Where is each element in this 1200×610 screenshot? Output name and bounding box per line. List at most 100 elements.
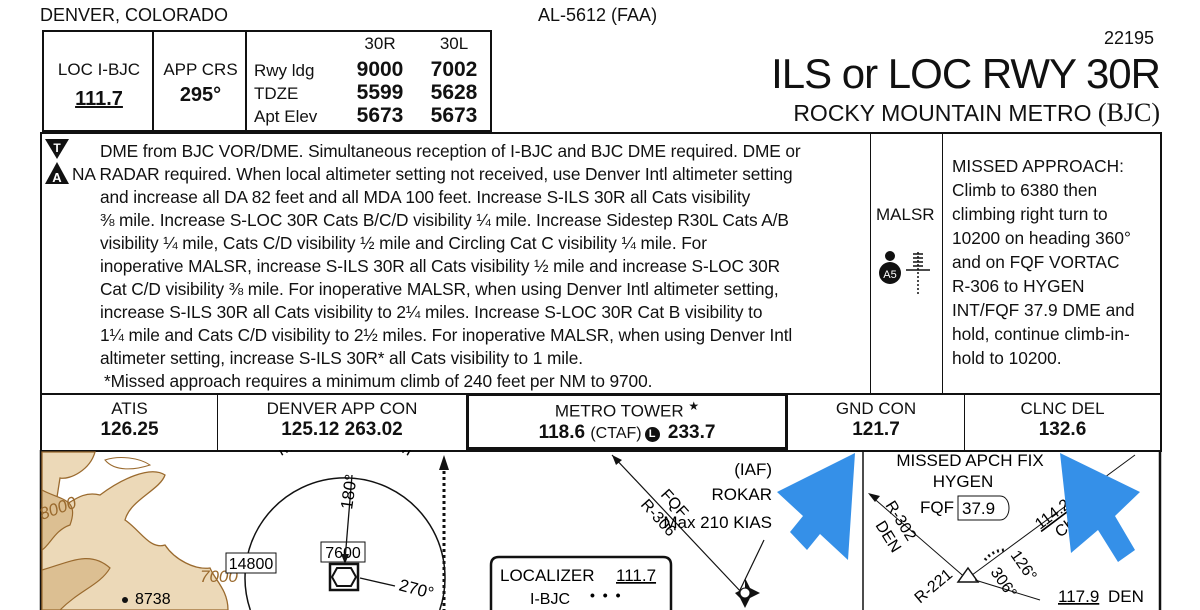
loc-frequency: 111.7 (75, 88, 123, 110)
note-line: Cat C/D visibility ⅜ mile. For inoperati… (100, 279, 779, 299)
t-symbol: T (53, 141, 61, 155)
msa-sector-altitude: 7600 (325, 545, 361, 562)
comm-tower: METRO TOWER ★ 118.6 (CTAF)L 233.7 (466, 393, 788, 450)
comm-frequency: 125.12 263.02 (281, 419, 403, 440)
lighting-label: MALSR (876, 205, 935, 224)
iaf-name: ROKAR (712, 485, 772, 504)
lighting-badge: A5 (883, 269, 896, 281)
localizer-id: I-BJC (530, 591, 570, 608)
row-value: 5673 (430, 104, 478, 127)
missed-fix-name: HYGEN (933, 472, 993, 491)
pilot-controlled-lighting-icon: L (644, 426, 660, 442)
a-symbol: A (52, 170, 62, 185)
chart-id: AL-5612 (FAA) (538, 5, 658, 25)
msa-sector-altitude: 14800 (229, 556, 274, 573)
note-line: inoperative MALSR, increase S-ILS 30R al… (100, 256, 780, 276)
msa-bearing: 270° (397, 576, 436, 603)
missed-approach-line: hold, continue climb-in- (952, 324, 1130, 344)
missed-approach-line: and on FQF VORTAC (952, 252, 1120, 272)
app-crs-value: 295° (179, 84, 222, 106)
fqf-label: FQF (920, 498, 954, 517)
missed-fix-title: MISSED APCH FIX (896, 451, 1043, 470)
localizer-frequency: 111.7 (616, 566, 656, 585)
note-line: altimeter setting, increase S-ILS 30R* a… (100, 348, 583, 368)
note-line: and increase all DA 82 feet and all MDA … (100, 187, 751, 207)
msa-bearing: 180° (337, 473, 361, 510)
hygen-fix-icon (956, 566, 980, 583)
annotation-arrows (777, 453, 1140, 562)
procedure-title: ILS or LOC RWY 30R (771, 50, 1161, 97)
notes-section (40, 132, 1162, 395)
briefing-strip: LOC I-BJC 111.7 APP CRS 295° 30R 30L Rwy… (42, 30, 492, 132)
comm-label: ATIS (111, 399, 148, 418)
fqf-dme: 37.9 (962, 499, 995, 518)
plan-view: 7000 8000 8738 MSA BJC 25 NM 14800 7600 … (37, 450, 1162, 610)
msa-circle: MSA BJC 25 NM 14800 7600 180° 270° (225, 450, 446, 610)
radial-label: 306° (987, 565, 1020, 602)
airport-name-text: ROCKY MOUNTAIN METRO (793, 100, 1092, 126)
loc-label: LOC I-BJC (57, 60, 141, 79)
runway-header: 30R (364, 34, 396, 53)
comm-frequency: 121.7 (852, 419, 900, 440)
a-triangle-icon (45, 162, 69, 184)
comm-frequency: 118.6 (538, 421, 586, 443)
svg-text:• • •: • • • (590, 587, 622, 603)
note-line: increase S-ILS 30R all Cats visibility t… (100, 302, 763, 322)
row-value: 7002 (430, 58, 478, 81)
chart-location: DENVER, COLORADO (40, 5, 229, 25)
missed-approach-line: 10200 on heading 360° (952, 228, 1131, 248)
star-icon: ★ (688, 399, 700, 413)
msa-title: MSA BJC 25 NM (273, 450, 417, 460)
airport-id: (BJC) (1097, 98, 1160, 127)
row-value: 5673 (356, 104, 404, 127)
comm-label: GND CON (835, 399, 917, 418)
spot-elevation: 8738 (135, 591, 171, 608)
localizer-box: LOCALIZER 111.7 I-BJC • • • (489, 555, 673, 610)
app-crs-label: APP CRS (163, 60, 238, 79)
radial-label: R-221 (912, 566, 956, 607)
comm-frequency: 126.25 (100, 419, 159, 440)
row-label: Rwy ldg (254, 61, 315, 80)
iaf-speed-restriction: Max 210 KIAS (663, 513, 772, 532)
missed-approach-line: Climb to 6380 then (952, 180, 1098, 200)
note-line: ⅜ mile. Increase S-LOC 30R Cats B/C/D vi… (100, 210, 789, 230)
row-value: 5628 (430, 81, 478, 104)
comm-label: METRO TOWER (554, 401, 684, 421)
note-line: 1¼ mile and Cats C/D visibility to 2½ mi… (100, 325, 793, 345)
arrow-up-right-icon (777, 453, 855, 560)
arrow-up-left-icon (1060, 453, 1140, 562)
localizer-label: LOCALIZER (500, 566, 594, 585)
runway-header: 30L (439, 34, 469, 53)
ctaf-label: (CTAF) (590, 424, 642, 442)
iaf-label: (IAF) (734, 460, 772, 479)
row-value: 9000 (356, 58, 404, 81)
missed-approach-line: hold to 10200. (952, 348, 1062, 368)
missed-approach-line: R-306 to HYGEN (952, 276, 1085, 296)
note-line: NA RADAR required. When local altimeter … (72, 164, 793, 184)
missed-approach-line: climbing right turn to (952, 204, 1108, 224)
chart-cycle: 22195 (1104, 28, 1155, 48)
comm-label: DENVER APP CON (266, 399, 418, 418)
row-value: 5599 (356, 81, 404, 104)
comm-frequency: 233.7 (667, 421, 716, 443)
comm-frequency: 132.6 (1038, 419, 1087, 440)
row-label: TDZE (254, 84, 299, 103)
navaid-id: DEN (1108, 587, 1144, 606)
missed-approach-line: INT/FQF 37.9 DME and (952, 300, 1135, 320)
takeoff-alternate-symbols: T A (45, 139, 69, 185)
terrain-shading: 7000 8000 8738 (37, 451, 238, 610)
note-line: visibility ¼ mile, Cats C/D visibility ½… (100, 233, 707, 253)
note-line-footnote: *Missed approach requires a minimum clim… (104, 371, 653, 391)
malsr-lighting-icon: A5 (879, 251, 930, 294)
t-triangle-icon (45, 139, 69, 159)
airport-name: ROCKY MOUNTAIN METRO (BJC) (793, 98, 1160, 128)
navaid-frequency: 117.9 (1058, 587, 1099, 606)
missed-approach-line: MISSED APPROACH: (952, 156, 1124, 176)
note-line: DME from BJC VOR/DME. Simultaneous recep… (100, 141, 801, 161)
comm-label: CLNC DEL (1020, 399, 1105, 418)
